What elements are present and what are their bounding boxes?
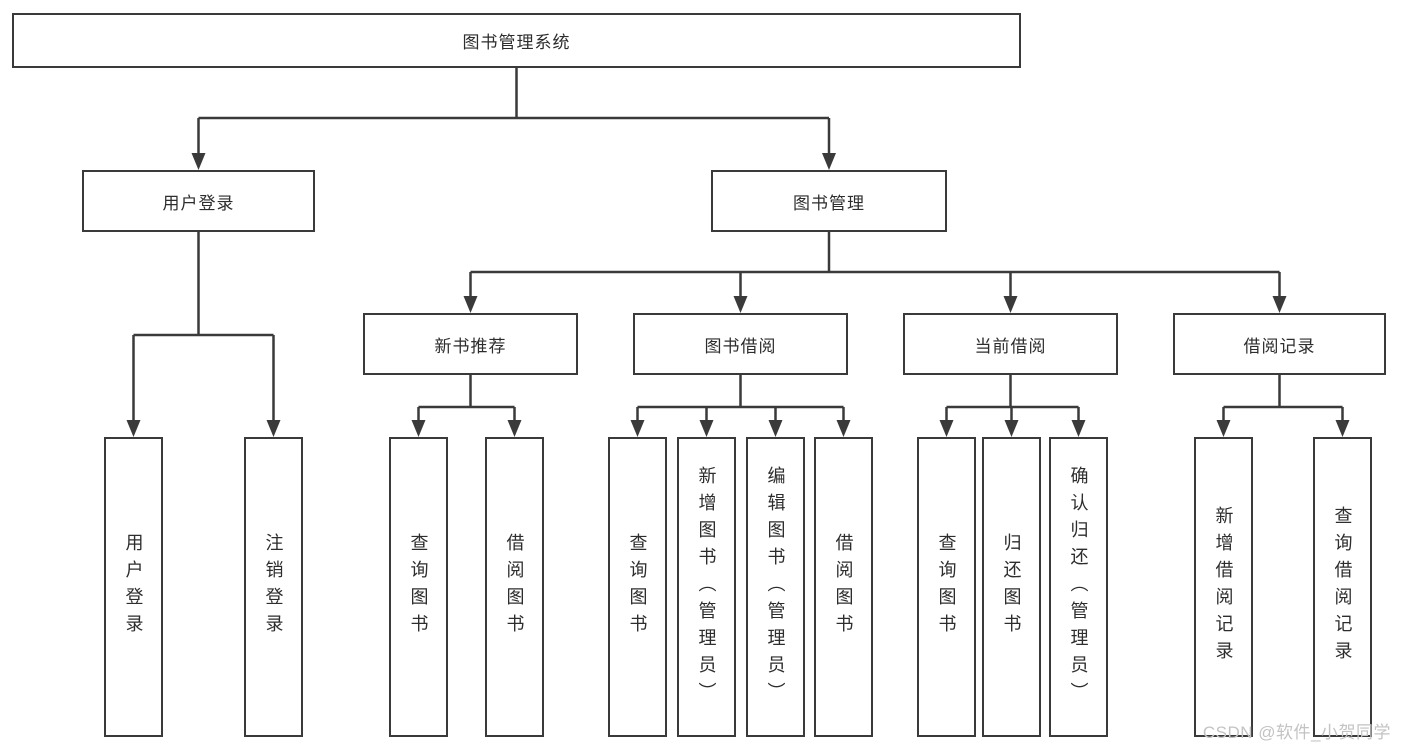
leaf-logout-label: 注销登录 [263,533,284,641]
node-new-book-recommend: 新书推荐 [363,313,578,375]
node-current-borrow: 当前借阅 [903,313,1118,375]
leaf-query-borrow-record-label: 查询借阅记录 [1332,506,1353,668]
leaf-confirm-return-admin: 确认归还（管理员） [1049,437,1108,737]
csdn-watermark: CSDN @软件_小贺同学 [1202,723,1391,742]
leaf-borrow-books-newrec-label: 借阅图书 [504,533,525,641]
leaf-add-books-admin-label: 新增图书（管理员） [696,465,717,709]
node-user-login-label: 用户登录 [162,193,235,213]
leaf-user-login: 用户登录 [104,437,163,737]
node-book-management-label: 图书管理 [793,193,865,213]
leaf-return-books-label: 归还图书 [1001,533,1022,641]
leaf-logout: 注销登录 [244,437,303,737]
node-book-borrow: 图书借阅 [633,313,848,375]
leaf-edit-books-admin: 编辑图书（管理员） [746,437,805,737]
leaf-query-books-newrec-label: 查询图书 [408,533,429,641]
leaf-query-books-current: 查询图书 [917,437,976,737]
leaf-borrow-books: 借阅图书 [814,437,873,737]
leaf-borrow-books-newrec: 借阅图书 [485,437,544,737]
node-user-login: 用户登录 [82,170,315,232]
leaf-add-borrow-record-label: 新增借阅记录 [1213,506,1234,668]
arrowheads [126,153,1350,437]
leaf-confirm-return-admin-label: 确认归还（管理员） [1068,465,1089,709]
leaf-add-borrow-record: 新增借阅记录 [1194,437,1253,737]
node-new-book-recommend-label: 新书推荐 [434,336,507,356]
leaf-query-books-newrec: 查询图书 [389,437,448,737]
node-book-borrow-label: 图书借阅 [704,336,777,356]
leaf-query-borrow-record: 查询借阅记录 [1313,437,1372,737]
leaf-query-books-borrow: 查询图书 [608,437,667,737]
node-borrow-record: 借阅记录 [1173,313,1386,375]
leaf-borrow-books-label: 借阅图书 [833,533,854,641]
node-borrow-record-label: 借阅记录 [1243,336,1316,356]
leaf-user-login-label: 用户登录 [123,533,144,641]
leaf-return-books: 归还图书 [982,437,1041,737]
node-root: 图书管理系统 [12,13,1021,68]
node-root-label: 图书管理系统 [462,33,571,52]
node-book-management: 图书管理 [711,170,947,232]
leaf-query-books-current-label: 查询图书 [936,533,957,641]
leaf-query-books-borrow-label: 查询图书 [627,533,648,641]
leaf-edit-books-admin-label: 编辑图书（管理员） [765,465,786,709]
node-current-borrow-label: 当前借阅 [974,336,1047,356]
leaf-add-books-admin: 新增图书（管理员） [677,437,736,737]
